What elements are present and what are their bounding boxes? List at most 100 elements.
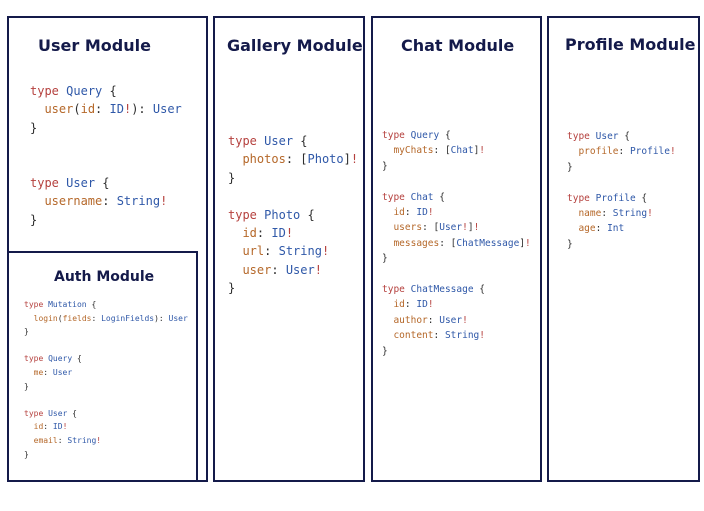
nonnull-marker: ! <box>96 435 102 445</box>
nonnull-marker: ! <box>62 422 68 432</box>
punct-token: : <box>264 244 279 259</box>
type-token: ID <box>52 422 63 432</box>
punct-token <box>382 207 393 218</box>
nonnull-marker: ! <box>473 222 480 234</box>
code-line: user(id: ID!): User <box>30 100 181 118</box>
module-title: Chat Module <box>401 36 515 55</box>
punct-token <box>24 341 29 350</box>
nonnull-marker: ! <box>285 226 294 241</box>
code-line: type Query { <box>382 128 531 143</box>
punct-token: { <box>72 354 82 364</box>
nonnull-marker: ! <box>525 237 531 249</box>
nonnull-marker: ! <box>479 330 486 342</box>
nonnull-marker: ! <box>321 244 330 259</box>
field-token: email <box>33 435 58 445</box>
keyword-token: type <box>24 408 44 418</box>
punct-token <box>228 244 242 258</box>
code-line: user: User! <box>228 261 358 279</box>
punct-token: ] <box>519 237 526 249</box>
type-token: Profile <box>595 192 636 204</box>
gallery-module-box <box>213 16 365 482</box>
code-line: id: ID! <box>24 420 188 434</box>
code-line: type User { <box>567 129 676 144</box>
nonnull-marker: ! <box>647 208 653 220</box>
field-token: url <box>242 244 265 259</box>
punct-token <box>382 299 393 310</box>
punct-token: : <box>618 146 630 158</box>
module-title: User Module <box>38 36 151 55</box>
punct-token: ( <box>57 313 63 323</box>
punct-token: : <box>595 223 608 235</box>
code-line <box>24 393 188 407</box>
code-line: } <box>24 325 188 339</box>
field-token: users <box>393 222 423 234</box>
field-token: user <box>242 262 272 277</box>
code-line: } <box>30 211 182 229</box>
punct-token: : <box>43 422 53 432</box>
code-line: type Query { <box>30 82 182 100</box>
punct-token: } <box>24 327 29 337</box>
nonnull-marker: ! <box>462 222 468 234</box>
code-line: } <box>567 237 676 252</box>
code-line: username: String! <box>30 192 182 210</box>
punct-token: { <box>433 191 445 203</box>
punct-token <box>228 263 242 277</box>
punct-token: : <box>404 299 417 311</box>
type-token: ID <box>109 102 124 117</box>
field-token: profile <box>578 146 619 158</box>
keyword-token: type <box>382 284 405 296</box>
code-line: type Query { <box>24 352 188 366</box>
punct-token: : <box>427 314 440 326</box>
punct-token: { <box>473 284 485 296</box>
punct-token <box>382 145 393 156</box>
punct-token: : [ <box>433 145 451 157</box>
type-token: ChatMessage <box>410 284 474 296</box>
code-line: profile: Profile! <box>567 144 675 159</box>
punct-token: : <box>91 313 102 323</box>
punct-token: : <box>271 262 286 277</box>
code-line: } <box>24 448 188 462</box>
type-token: User <box>66 176 96 191</box>
type-token: Profile <box>629 146 670 158</box>
punct-token: { <box>102 84 117 98</box>
punct-token: : [ <box>285 152 308 167</box>
field-token: content <box>393 330 434 342</box>
punct-token <box>30 158 37 172</box>
code-line <box>228 187 358 205</box>
punct-token: { <box>67 408 77 418</box>
punct-token: { <box>439 130 451 141</box>
keyword-token: type <box>228 207 257 222</box>
punct-token: } <box>30 212 38 227</box>
code-line: me: User <box>24 366 188 380</box>
punct-token: ( <box>73 102 81 117</box>
code-line: } <box>382 344 531 359</box>
code-line <box>567 175 676 190</box>
code-line: type Mutation { <box>24 298 188 312</box>
field-token: age <box>578 223 596 235</box>
profile-module-box <box>547 16 700 482</box>
punct-token: : <box>433 330 445 342</box>
punct-token <box>382 222 393 233</box>
field-token: photos <box>242 152 286 167</box>
punct-token: : <box>404 207 417 219</box>
type-token: String <box>612 208 648 220</box>
type-token: Query <box>66 84 103 98</box>
code-line: name: String! <box>567 206 676 221</box>
punct-token <box>382 315 393 326</box>
type-token: Chat <box>450 145 474 157</box>
code-block: type Query { myChats: [Chat]!} type Chat… <box>382 128 531 359</box>
field-token: id <box>393 299 405 311</box>
keyword-token: type <box>24 354 44 364</box>
field-token: id <box>80 102 96 117</box>
type-token: User <box>595 131 619 142</box>
punct-token: ): <box>131 102 153 117</box>
code-line: email: String! <box>24 434 188 448</box>
punct-token <box>228 226 242 240</box>
punct-token <box>382 176 388 187</box>
punct-token <box>567 146 578 157</box>
code-line: type User { <box>30 174 182 192</box>
punct-token: ): <box>154 313 169 323</box>
type-token: Chat <box>410 191 434 203</box>
field-token: username <box>44 194 103 209</box>
nonnull-marker: ! <box>123 102 132 117</box>
